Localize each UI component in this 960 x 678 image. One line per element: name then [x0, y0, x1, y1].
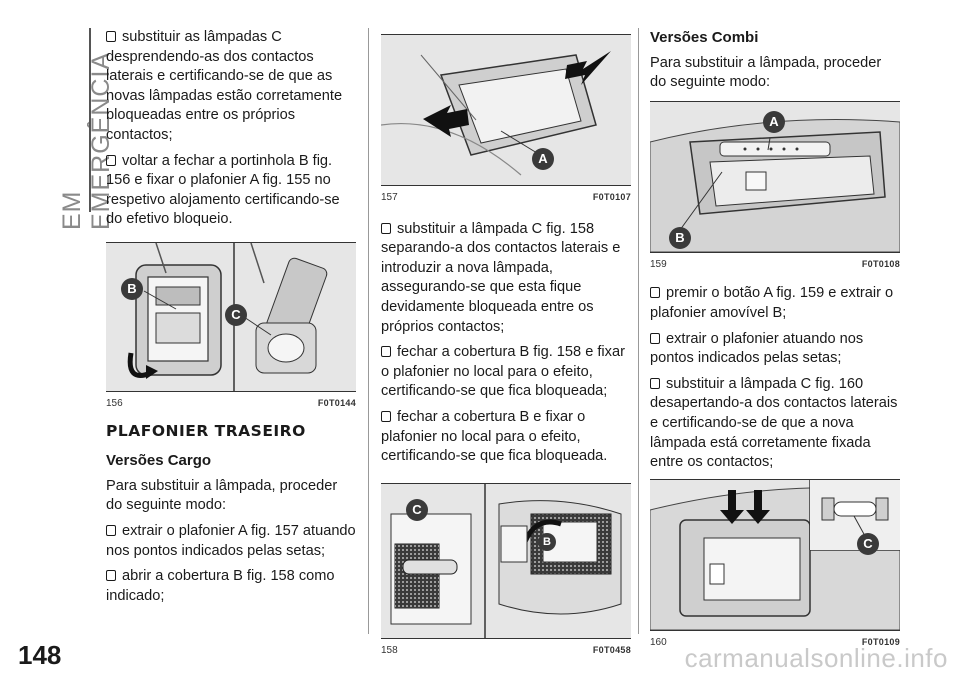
column-2: A 157 F0T0107 substituir a lâmpada C fig.… [381, 28, 631, 660]
figure-157-illustration [381, 35, 631, 185]
checkbox-bullet-icon [106, 524, 116, 536]
checkbox-bullet-icon [381, 410, 391, 422]
figure-number: 158 [381, 644, 398, 656]
section-title: PLAFONIER TRASEIRO [106, 421, 306, 440]
callout-b-icon [669, 226, 691, 249]
figure-number: 159 [650, 258, 667, 270]
bullet-item: substituir a lâmpada C fig. 158 separand… [381, 220, 621, 335]
callout-c-label: C [863, 535, 873, 551]
callout-b-label: B [543, 535, 551, 548]
figure-code: F0T0108 [861, 258, 900, 269]
figure-code: F0T0144 [317, 397, 356, 408]
figure-code: F0T0107 [592, 192, 631, 202]
figure-caption: 160 F0T0109 [650, 631, 900, 653]
checkbox-bullet-icon [106, 570, 116, 582]
watermark: carmanualsonline.info [684, 643, 948, 673]
bullet-item: voltar a fechar a portinhola B fig. 156 … [106, 152, 340, 228]
checkbox-bullet-icon [650, 377, 660, 389]
figure-158: C B [381, 482, 631, 639]
callout-b-icon [538, 532, 556, 551]
bullet-item: extrair o plafonier A fig. 157 atuando n… [106, 522, 356, 559]
checkbox-bullet-icon [381, 222, 391, 234]
intro-text: Para substituir a lâmpada, proceder do s… [106, 477, 338, 514]
callout-c-label: C [412, 501, 422, 517]
figure-code: F0T0458 [592, 644, 631, 655]
column-separator [638, 28, 639, 634]
checkbox-bullet-icon [650, 287, 660, 299]
bullet-item: abrir a cobertura B fig. 158 como indica… [106, 568, 335, 604]
figure-156: B C [106, 241, 356, 392]
callout-b-icon [121, 277, 143, 300]
figure-157: A [381, 34, 631, 186]
figure-number: 157 [381, 192, 398, 203]
subsection-title: Versões Cargo [106, 452, 212, 470]
figure-caption: 157 F0T0107 [381, 186, 631, 208]
page-number: 148 [18, 640, 62, 670]
subsection-title: Versões Combi [650, 29, 759, 46]
callout-a-icon [532, 148, 554, 170]
figure-number: 156 [106, 397, 123, 409]
callout-c-icon [225, 303, 247, 326]
checkbox-bullet-icon [381, 346, 391, 358]
column-3: Versões Combi Para substituir a lâmpada,… [650, 28, 900, 652]
bullet-item: fechar a cobertura B e fixar o plafonier… [381, 408, 608, 465]
intro-text: Para substituir a lâmpada, proceder do s… [650, 54, 882, 91]
callout-a-label: A [538, 151, 548, 166]
checkbox-bullet-icon [106, 31, 116, 42]
bullet-item: substituir as lâmpadas C desprendendo-as… [106, 29, 343, 143]
callout-b-label: B [127, 280, 137, 296]
checkbox-bullet-icon [650, 332, 660, 344]
chapter-divider [89, 28, 91, 212]
callout-a-icon [763, 110, 785, 133]
figure-code: F0T0109 [861, 636, 900, 647]
callout-a-label: A [769, 113, 779, 129]
callout-c-icon [857, 532, 879, 555]
figure-159: A B [650, 100, 900, 253]
checkbox-bullet-icon [106, 154, 116, 166]
chapter-title: EM EMERGÊNCIA [58, 51, 115, 230]
callout-c-icon [406, 498, 428, 521]
bullet-item: substituir a lâmpada C fig. 160 desapert… [650, 375, 898, 471]
callout-b-label: B [675, 229, 685, 245]
figure-caption: 158 F0T0458 [381, 639, 631, 661]
figure-caption: 156 F0T0144 [106, 392, 356, 414]
callout-c-label: C [231, 306, 241, 322]
figure-caption: 159 F0T0108 [650, 253, 900, 275]
figure-number: 160 [650, 636, 667, 648]
bullet-item: fechar a cobertura B fig. 158 e fixar o … [381, 344, 625, 400]
column-separator [368, 28, 369, 634]
figure-160-illustration [650, 479, 900, 630]
figure-160: C [650, 478, 900, 631]
bullet-item: premir o botão A fig. 159 e extrair o pl… [650, 285, 894, 321]
bullet-item: extrair o plafonier atuando nos pontos i… [650, 330, 864, 367]
column-1: substituir as lâmpadas C desprendendo-as… [106, 28, 356, 612]
